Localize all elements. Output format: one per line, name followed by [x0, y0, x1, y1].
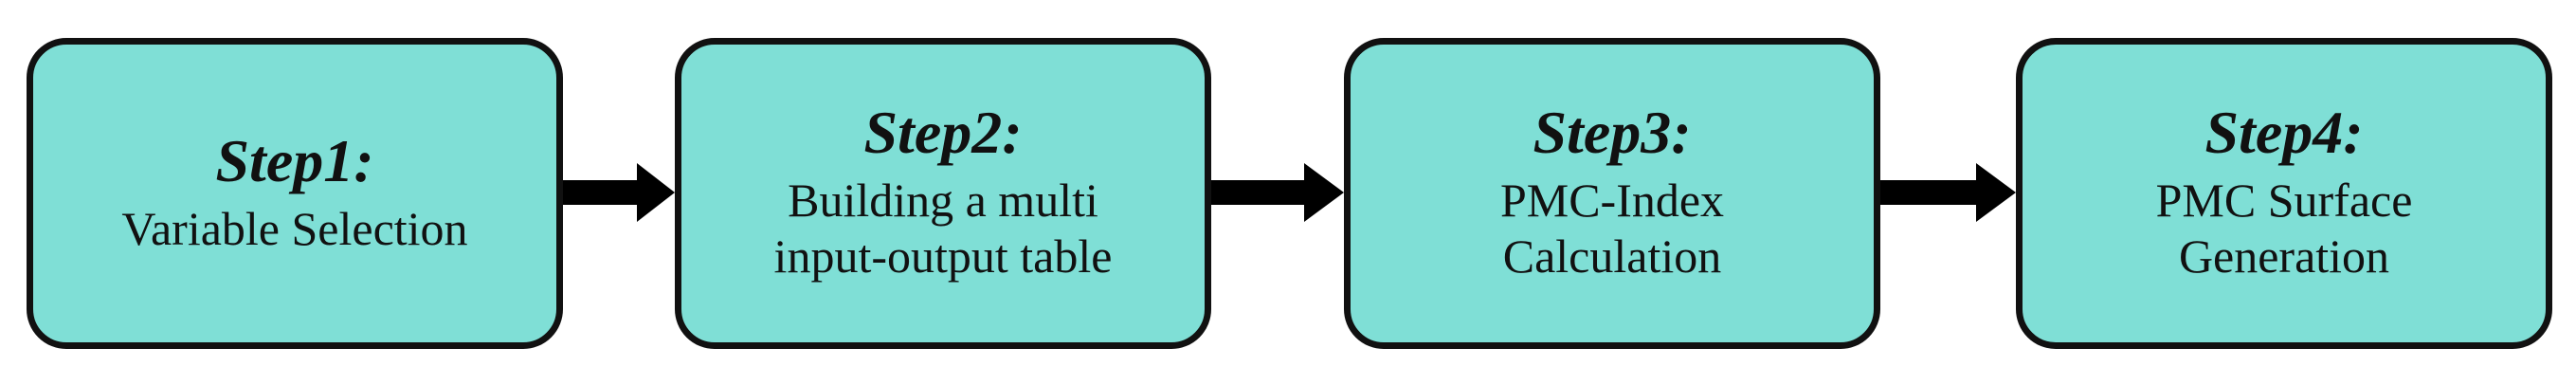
- step-4-line-2: Generation: [2178, 229, 2390, 283]
- right-arrow-icon: [1211, 163, 1344, 222]
- step-1-description: Variable Selection: [121, 201, 467, 257]
- step-4-box: Step4: PMC Surface Generation: [2016, 38, 2552, 349]
- arrow-3-to-4: [1880, 163, 2016, 222]
- step-3-line-2: Calculation: [1502, 229, 1722, 283]
- step-3-line-1: PMC-Index: [1499, 174, 1725, 227]
- step-1-title: Step1:: [215, 126, 374, 194]
- step-3-description: PMC-Index Calculation: [1500, 173, 1724, 284]
- step-3-box: Step3: PMC-Index Calculation: [1344, 38, 1880, 349]
- step-1-line-1: Variable Selection: [121, 201, 468, 255]
- step-2-description: Building a multi input-output table: [774, 173, 1113, 284]
- step-3-title: Step3:: [1533, 99, 1692, 166]
- step-1-box: Step1: Variable Selection: [27, 38, 563, 349]
- right-arrow-icon: [1880, 163, 2016, 222]
- step-4-line-1: PMC Surface: [2155, 174, 2413, 227]
- step-2-title: Step2:: [863, 99, 1023, 166]
- arrow-1-to-2: [563, 163, 675, 222]
- step-2-line-1: Building a multi: [788, 174, 1098, 227]
- step-4-title: Step4:: [2204, 99, 2364, 166]
- arrow-2-to-3: [1211, 163, 1344, 222]
- right-arrow-icon: [563, 163, 675, 222]
- step-2-line-2: input-output table: [773, 229, 1113, 283]
- step-2-box: Step2: Building a multi input-output tab…: [675, 38, 1211, 349]
- step-4-description: PMC Surface Generation: [2156, 173, 2413, 284]
